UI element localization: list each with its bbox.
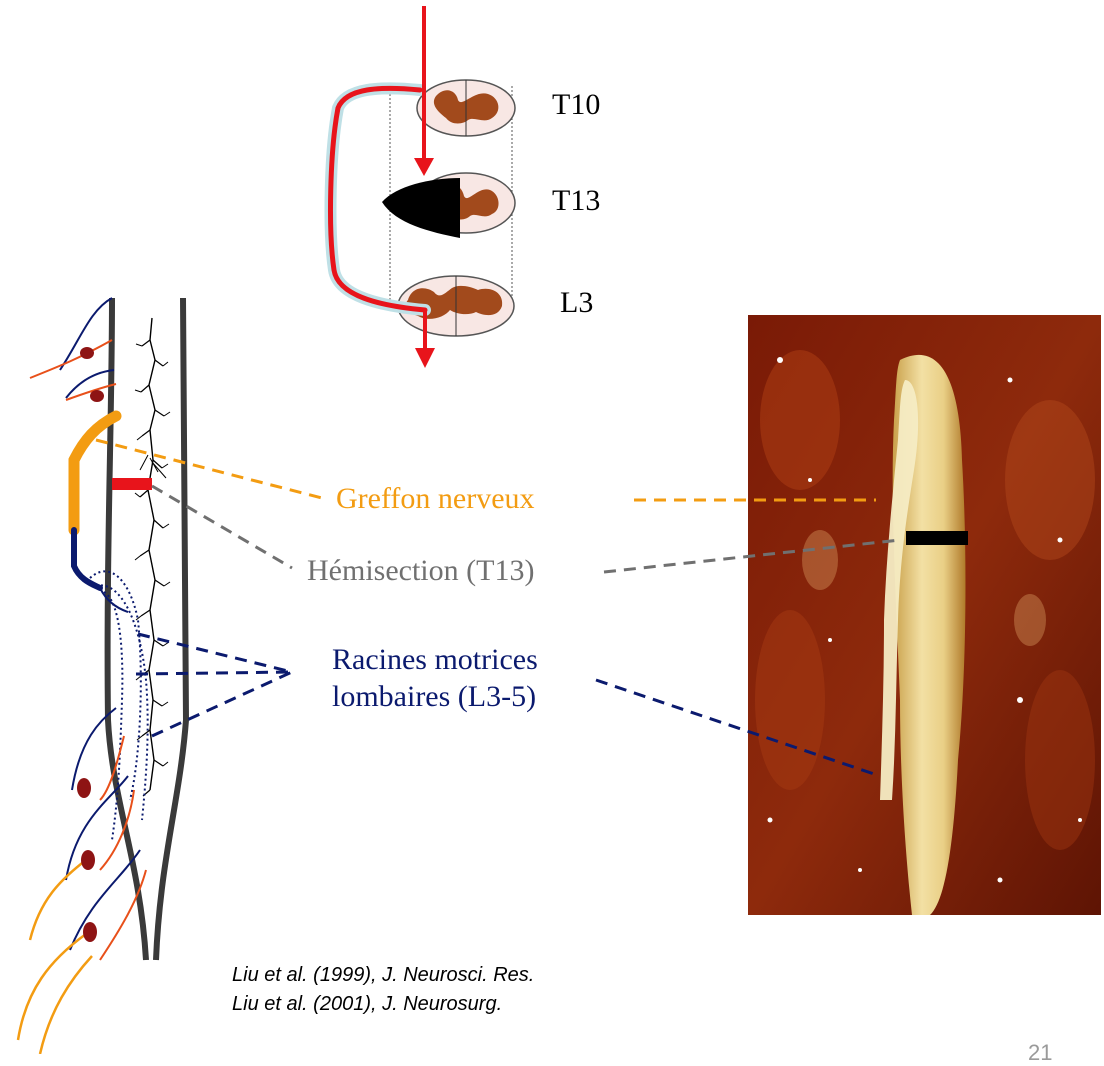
surgical-photo (748, 315, 1101, 915)
label-l3: L3 (560, 288, 593, 318)
label-motor-roots-line1: Racines motrices (332, 642, 538, 679)
references: Liu et al. (1999), J. Neurosci. Res. Liu… (232, 961, 534, 1019)
section-t13 (382, 173, 515, 238)
label-motor-roots-line2: lombaires (L3-5) (332, 679, 538, 716)
reference-1: Liu et al. (1999), J. Neurosci. Res. (232, 961, 534, 990)
reference-2: Liu et al. (2001), J. Neurosurg. (232, 990, 534, 1019)
hemisection-mark (112, 478, 152, 490)
label-nerve-graft: Greffon nerveux (336, 484, 535, 514)
section-t10 (417, 80, 515, 136)
label-hemisection: Hémisection (T13) (307, 556, 534, 586)
lesion-wedge (382, 178, 460, 238)
spinal-cord-schematic (18, 298, 186, 1054)
label-motor-roots: Racines motrices lombaires (L3-5) (332, 642, 538, 715)
cross-sections (331, 6, 515, 368)
hemisection-photo-mark (906, 531, 968, 545)
page-number: 21 (1028, 1040, 1052, 1066)
label-t10: T10 (552, 90, 600, 120)
label-t13: T13 (552, 186, 600, 216)
